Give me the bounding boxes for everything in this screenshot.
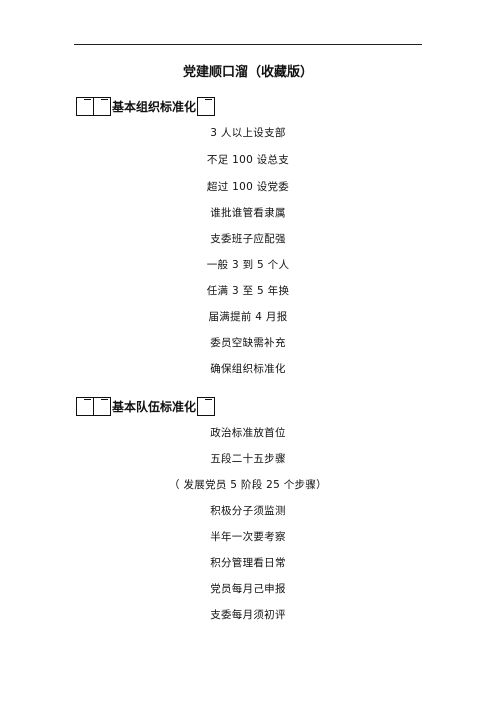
heading-box-icon bbox=[94, 397, 111, 416]
verse-line: 超过 100 设党委 bbox=[206, 181, 290, 193]
verse-line: 政治标准放首位 bbox=[210, 427, 286, 439]
verse-line: 不足 100 设总支 bbox=[206, 154, 290, 166]
section-heading-organization: 基本组织标准化 bbox=[76, 96, 216, 116]
verse-line: 支委每月须初评 bbox=[210, 609, 286, 621]
verse-line: 支委班子应配强 bbox=[210, 233, 286, 245]
heading-box-icon bbox=[197, 397, 216, 416]
verse-line: 积极分子须监测 bbox=[210, 505, 286, 517]
heading-box-icon bbox=[76, 397, 94, 416]
verse-line: 确保组织标准化 bbox=[210, 363, 286, 375]
verse-line: 积分管理看日常 bbox=[210, 557, 286, 569]
heading-box-icon bbox=[197, 97, 216, 116]
document-title: 党建顺口溜（收藏版） bbox=[182, 65, 313, 80]
heading-box-icon bbox=[76, 97, 94, 116]
verse-line: 届满提前 4 月报 bbox=[208, 311, 288, 323]
heading-box-icon bbox=[94, 97, 111, 116]
verse-line: 党员每月己申报 bbox=[210, 583, 286, 595]
section-heading-team: 基本队伍标准化 bbox=[76, 396, 216, 416]
section-title: 基本队伍标准化 bbox=[112, 400, 197, 414]
verse-note: （ 发展党员 5 阶段 25 个步骤） bbox=[169, 479, 327, 491]
verse-line: 半年一次要考察 bbox=[210, 531, 286, 543]
section-title: 基本组织标准化 bbox=[112, 100, 197, 114]
verse-line: 一般 3 到 5 个人 bbox=[206, 259, 290, 271]
verse-line: 谁批谁管看隶属 bbox=[210, 207, 286, 219]
verse-line: 3 人以上设支部 bbox=[210, 127, 286, 139]
verse-line: 五段二十五步骤 bbox=[210, 453, 286, 465]
verse-line: 任满 3 至 5 年换 bbox=[206, 285, 290, 297]
verse-line: 委员空缺需补充 bbox=[210, 337, 286, 349]
header-rule bbox=[74, 44, 422, 45]
